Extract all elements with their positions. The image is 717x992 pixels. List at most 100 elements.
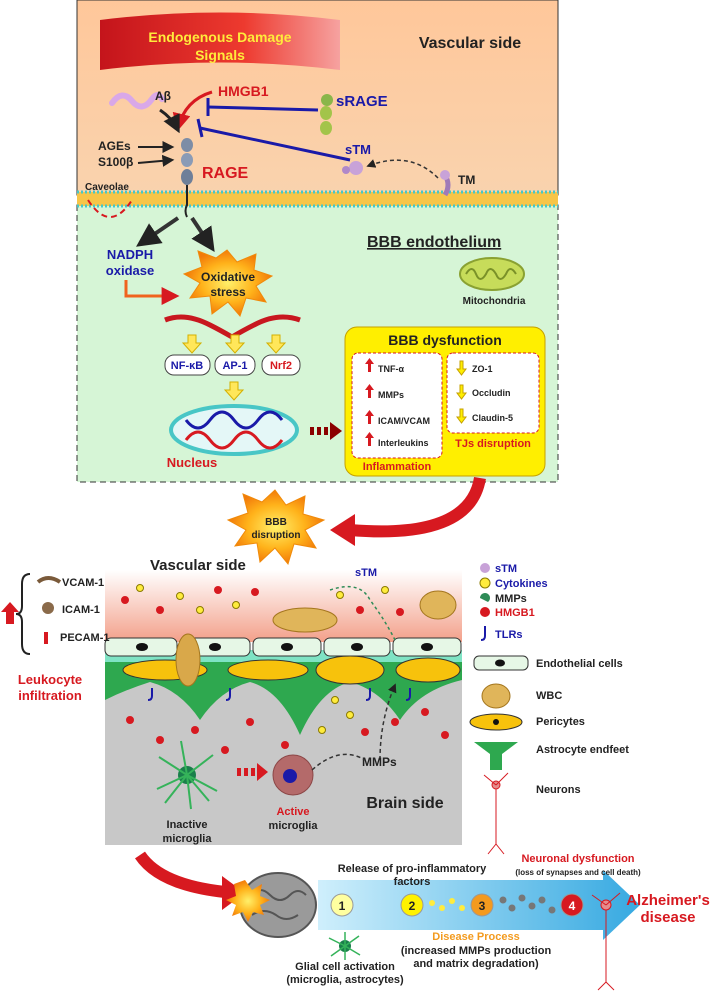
inflammation-item: MMPs <box>378 390 404 400</box>
inflammation-list: TNF-α MMPs ICAM/VCAM Interleukins <box>365 358 430 448</box>
srage-label: sRAGE <box>336 93 388 110</box>
nadph-to-stress-arrow <box>124 280 180 305</box>
tm-to-stm-arrow <box>366 159 439 179</box>
abeta-arrow <box>159 108 180 134</box>
mitochondria-icon <box>459 257 525 291</box>
inflammation-label: Inflammation <box>363 461 432 473</box>
step-label: 2 <box>409 899 416 913</box>
damage-signals-flag: Endogenous Damage Signals <box>100 12 340 70</box>
rage-to-nadph-arrow <box>136 216 180 247</box>
inactive-microglia-icon <box>156 740 218 810</box>
active-line2: microglia <box>269 820 319 832</box>
tlr-receptors <box>147 688 411 701</box>
middle-mmps-label: MMPs <box>362 755 397 769</box>
abeta-label: Aβ <box>155 89 171 103</box>
middle-panel: Vascular side <box>104 557 462 845</box>
nrf2-label: Nrf2 <box>270 360 292 372</box>
tm-label: TM <box>458 173 475 187</box>
bbb-disruption-burst: BBB disruption <box>226 489 326 566</box>
stm-inhibit-line <box>199 126 351 162</box>
rage-label: RAGE <box>202 165 249 182</box>
damage-signals-line1: Endogenous Damage <box>148 29 291 45</box>
endothelial-row <box>104 637 462 657</box>
ad-line2: disease <box>640 909 695 926</box>
brain-side-label: Brain side <box>366 795 443 812</box>
hmgb1-label: HMGB1 <box>218 83 269 99</box>
nfkb-label: NF-κB <box>171 360 203 372</box>
legend-astrocyte: Astrocyte endfeet <box>536 744 629 756</box>
leukocyte-line2: infiltration <box>18 688 82 703</box>
legend-mmps: MMPs <box>495 593 527 605</box>
adhesion-molecules: VCAM-1 ICAM-1 PECAM-1 <box>1 573 110 655</box>
microglia-activation-arrow <box>237 763 268 781</box>
bottom-panel: 1 2 3 4 Release of pro- <box>226 853 710 991</box>
neuronal-line1: Neuronal dysfunction <box>521 853 634 865</box>
nrf2-box <box>261 354 301 376</box>
nadph-line2: oxidase <box>106 263 154 278</box>
release-line2: factors <box>394 876 431 888</box>
increased-line1: (increased MMPs production <box>401 945 552 957</box>
adhesion-item: PECAM-1 <box>60 632 110 644</box>
step-label: 4 <box>569 899 576 913</box>
stm-label-top: sTM <box>345 142 371 157</box>
disease-process-label: Disease Process <box>432 931 519 943</box>
brain-icon <box>226 872 317 938</box>
ap1-box <box>214 354 256 376</box>
damage-signals-line2: Signals <box>195 47 245 63</box>
tm-molecule <box>440 170 451 197</box>
mmps-path-arrow <box>379 683 397 761</box>
tf-to-nucleus-arrow <box>223 381 245 401</box>
to-bottom-arrow <box>135 851 226 898</box>
to-disruption-arrow <box>349 476 486 538</box>
top-panel: Endogenous Damage Signals Vascular side … <box>76 0 559 483</box>
bbb-dysfunction-box: BBB dysfunction TNF-α MMPs ICAM/VCAM Int… <box>344 326 546 477</box>
rage-to-stress-arrow <box>190 216 215 252</box>
abeta-ligand: Aβ <box>109 89 171 110</box>
disruption-line2: disruption <box>252 530 301 541</box>
inactive-line2: microglia <box>163 833 213 845</box>
ap1-label: AP-1 <box>222 360 247 372</box>
inactive-line1: Inactive <box>167 819 208 831</box>
neuronal-line2: (loss of synapses and cell death) <box>515 868 641 877</box>
dysfunction-title: BBB dysfunction <box>388 332 502 348</box>
inflammation-item: Interleukins <box>378 438 429 448</box>
middle-vascular-side-label: Vascular side <box>150 557 246 574</box>
bottom-microglia-icon <box>328 932 361 960</box>
tf-arrows <box>181 334 287 354</box>
tj-disruption-label: TJs disruption <box>455 438 531 450</box>
glial-line2: (microglia, astrocytes) <box>286 974 404 986</box>
active-line1: Active <box>276 806 309 818</box>
srage-inhibit-line <box>207 105 319 112</box>
ages-label: AGEs <box>98 139 131 153</box>
inflammation-item: ICAM/VCAM <box>378 416 430 426</box>
rage-receptor <box>181 138 193 218</box>
tj-item: Occludin <box>472 388 511 398</box>
nfkb-box <box>164 354 211 376</box>
middle-vascular-region <box>105 570 462 642</box>
legend: sTM Cytokines MMPs HMGB1 TLRs Endothelia… <box>469 563 629 855</box>
srage-molecule <box>320 94 333 135</box>
release-line1: Release of pro-inflammatory <box>338 863 487 875</box>
legend-endothelial: Endothelial cells <box>536 658 623 670</box>
ad-line1: Alzheimer's <box>626 892 710 909</box>
nucleus-to-dysfunction-arrow <box>310 422 342 440</box>
leukocyte-line1: Leukocyte <box>18 672 82 687</box>
tj-item: Claudin-5 <box>472 413 513 423</box>
tj-list: ZO-1 Occludin Claudin-5 <box>456 360 513 424</box>
oxidative-stress-burst: Oxidative stress <box>182 249 274 317</box>
legend-tlrs: TLRs <box>495 629 523 641</box>
adhesion-item: VCAM-1 <box>62 577 104 589</box>
step-label: 3 <box>479 899 486 913</box>
nucleus-label: Nucleus <box>167 455 218 470</box>
step-circles: 1 2 3 4 <box>330 893 584 917</box>
increased-line2: and matrix degradation) <box>413 958 539 970</box>
active-microglia-icon <box>272 754 314 796</box>
process-dots <box>429 894 556 914</box>
adhesion-item: ICAM-1 <box>62 604 100 616</box>
cell-membrane <box>77 190 558 218</box>
nadph-line1: NADPH <box>107 247 153 262</box>
legend-neurons: Neurons <box>536 784 581 796</box>
legend-wbc: WBC <box>536 690 562 702</box>
particles <box>121 584 449 754</box>
